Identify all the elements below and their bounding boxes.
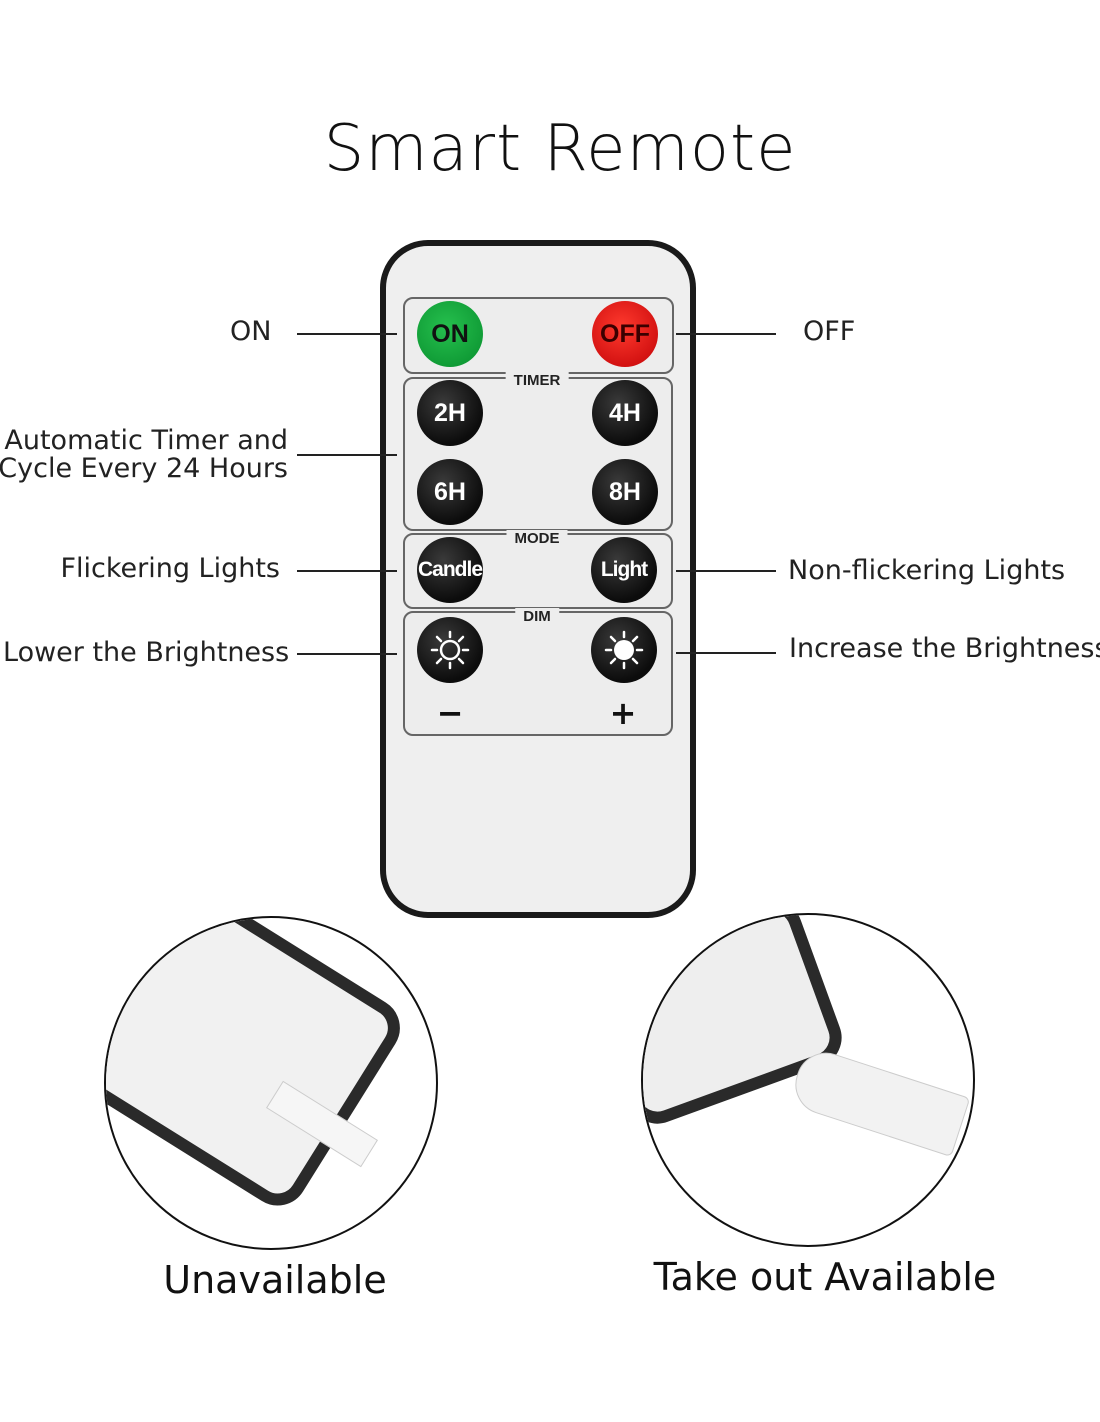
off-button[interactable]: OFF [592,301,658,367]
candle-mode-button[interactable]: Candle [417,537,483,603]
inset-battery-tab-in [104,916,438,1250]
timer-2h-button[interactable]: 2H [417,380,483,446]
callout-flickering: Flickering Lights [60,553,280,584]
sun-filled-icon [604,630,644,670]
page-title: Smart Remote [323,112,797,186]
remote-corner [106,918,412,1217]
on-button[interactable]: ON [417,301,483,367]
callout-non-flickering: Non-flickering Lights [788,555,1066,586]
leader-line [297,653,397,655]
leader-line [297,333,397,335]
leader-line [676,570,776,572]
dim-up-button[interactable] [591,617,657,683]
plus-sign: + [609,694,637,732]
inset-battery-tab-out [641,913,975,1247]
mode-section-label: MODE [506,530,568,547]
timer-4h-button[interactable]: 4H [592,380,658,446]
light-mode-button[interactable]: Light [591,537,657,603]
callout-timer: Automatic Timer and Cycle Every 24 Hours [0,425,288,485]
callout-increase-brightness: Increase the Brightness [789,633,1100,664]
leader-line [297,454,397,456]
callout-timer-line2: Cycle Every 24 Hours [0,453,288,485]
leader-line [676,652,776,654]
timer-6h-button[interactable]: 6H [417,459,483,525]
dim-section-label: DIM [515,608,559,625]
leader-line [297,570,397,572]
minus-sign: − [436,694,464,732]
callout-timer-line1: Automatic Timer and [4,425,288,456]
sun-outline-icon [430,630,470,670]
caption-unavailable: Unavailable [163,1258,387,1302]
caption-take-out-available: Take out Available [653,1255,997,1299]
leader-line [676,333,776,335]
callout-off: OFF [803,316,856,347]
timer-section-label: TIMER [505,372,569,389]
callout-on: ON [230,316,272,347]
battery-pull-tab [787,1044,971,1158]
dim-down-button[interactable] [417,617,483,683]
callout-lower-brightness: Lower the Brightness [3,637,290,668]
timer-8h-button[interactable]: 8H [592,459,658,525]
